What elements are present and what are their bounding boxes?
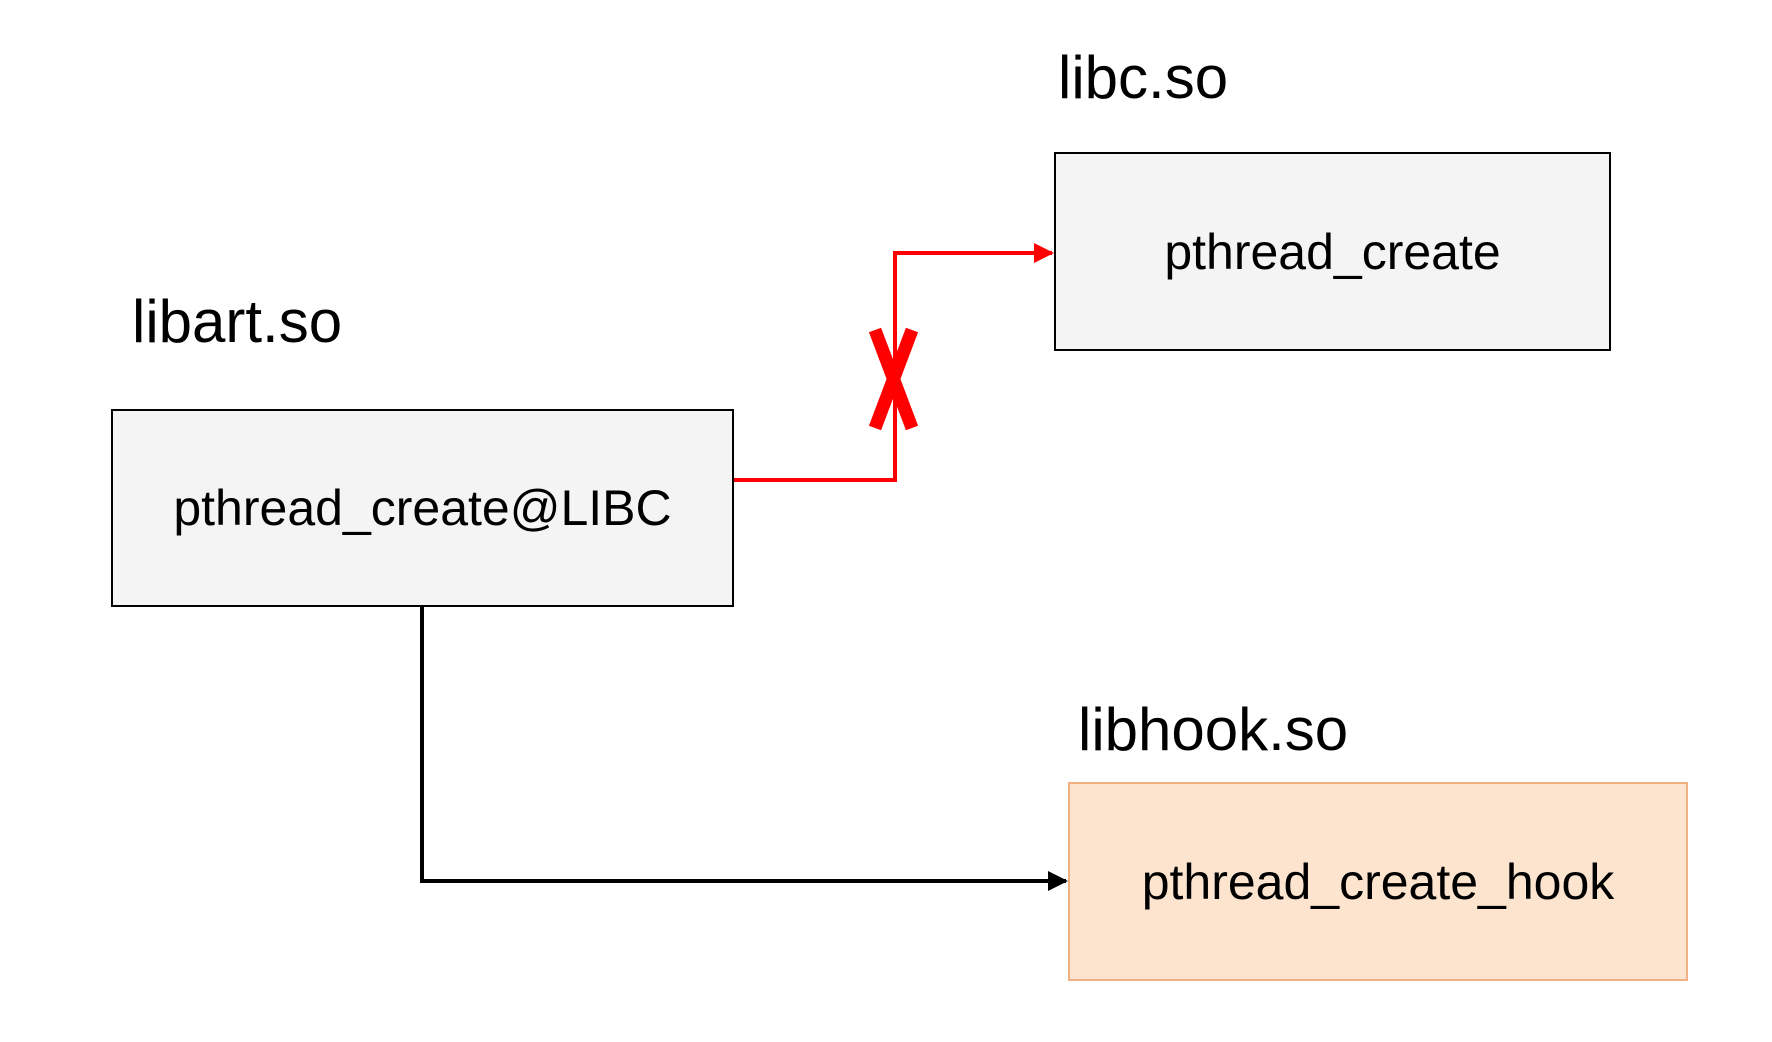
libc-symbol-text: pthread_create — [1164, 223, 1501, 280]
libhook-label: libhook.so — [1078, 696, 1349, 763]
blocked-x-icon — [868, 327, 919, 431]
libc-label: libc.so — [1058, 44, 1229, 111]
libhook-symbol-text: pthread_create_hook — [1141, 853, 1615, 910]
hook-connector — [420, 607, 1068, 891]
libc-symbol-box: pthread_create — [1054, 152, 1611, 351]
libhook-symbol-box: pthread_create_hook — [1068, 782, 1688, 981]
libart-symbol-text: pthread_create@LIBC — [173, 480, 672, 536]
libart-label: libart.so — [132, 288, 343, 355]
libart-symbol-box: pthread_create@LIBC — [111, 409, 734, 607]
